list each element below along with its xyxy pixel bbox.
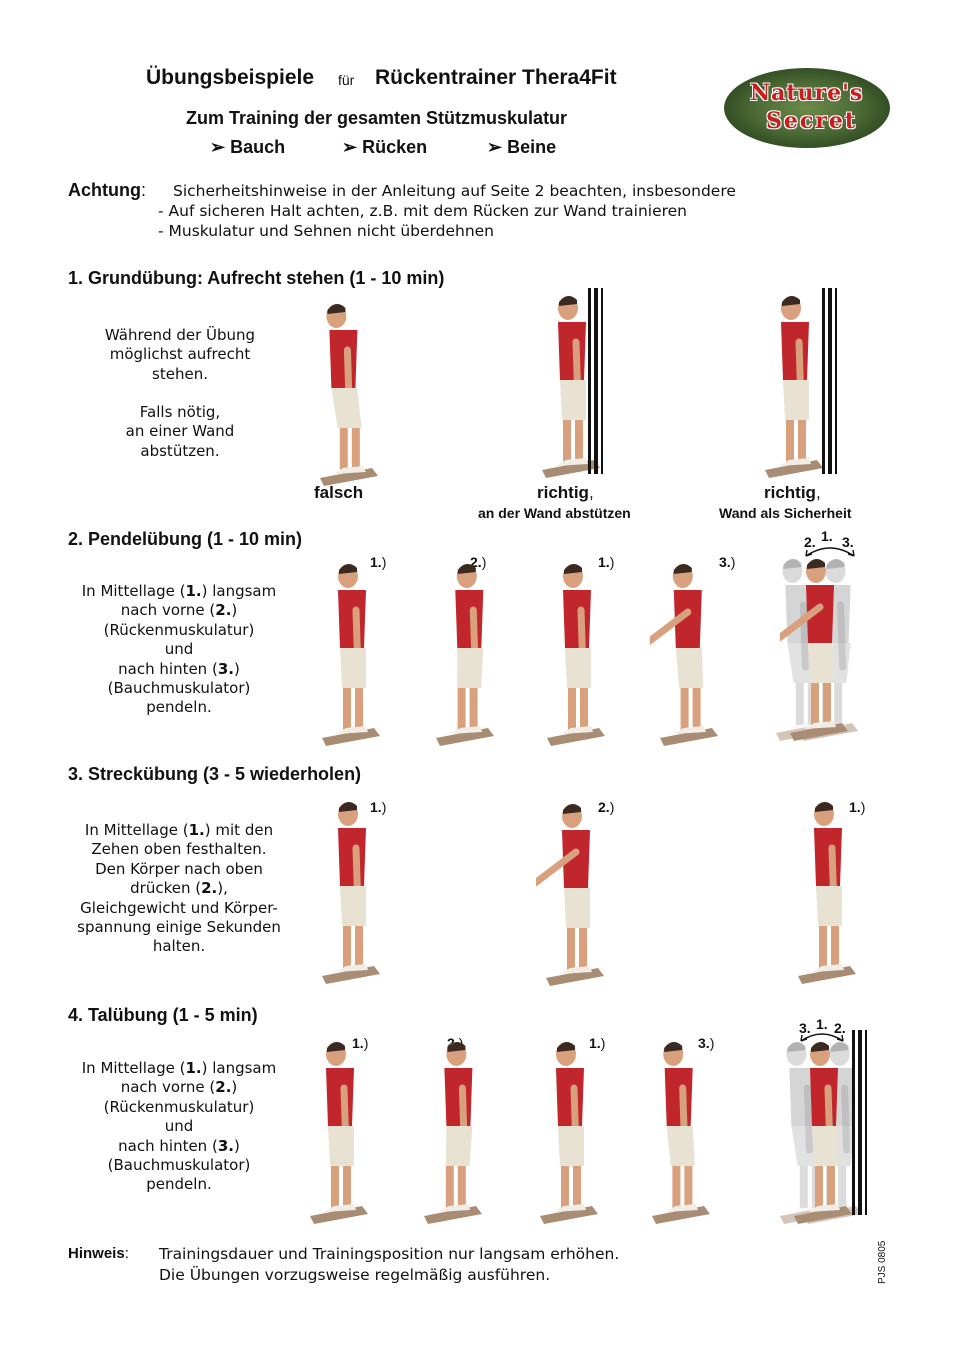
section2-text: In Mittellage (1.) langsam nach vorne (2… — [66, 582, 292, 718]
step-label: 3.) — [719, 554, 736, 570]
arc-label: 3. — [799, 1020, 811, 1036]
warning-line-3: - Muskulatur und Sehnen nicht überdehnen — [158, 222, 495, 240]
person-figure-tal-1 — [300, 1038, 380, 1232]
wall-lines — [852, 1030, 870, 1215]
section1-heading: 1. Grundübung: Aufrecht stehen (1 - 10 m… — [68, 268, 445, 288]
label-richtig-2: richtig, — [764, 483, 821, 502]
person-figure-streck-3 — [788, 798, 868, 992]
logo-text-2: Secret — [766, 108, 858, 134]
arc-label: 1. — [821, 528, 833, 544]
arc-label: 1. — [816, 1016, 828, 1032]
s4-line-5: nach hinten (3.) — [118, 1136, 240, 1155]
bullet-bauch: ➢ Bauch — [210, 137, 285, 158]
step-label: 2.) — [470, 554, 487, 570]
person-figure-tal-4 — [642, 1038, 722, 1232]
bullet-ruecken: ➢ Rücken — [342, 137, 427, 158]
section4-heading: 4. Talübung (1 - 5 min) — [68, 1005, 258, 1025]
footer-label: Hinweis: — [68, 1245, 129, 1262]
person-figure-tal-2 — [414, 1038, 494, 1232]
person-figure-richtig-2 — [755, 292, 835, 486]
label-richtig-2-sub: Wand als Sicherheit — [719, 505, 852, 521]
person-figure-streck-2 — [522, 800, 616, 994]
warning-line-1: Sicherheitshinweise in der Anleitung auf… — [173, 182, 736, 200]
arc-label: 3. — [842, 534, 854, 550]
section2-heading: 2. Pendelübung (1 - 10 min) — [68, 529, 303, 549]
bullet-label: Rücken — [362, 137, 428, 157]
s4-line-1: In Mittellage (1.) langsam — [81, 1059, 277, 1077]
section3-heading: 3. Streckübung (3 - 5 wiederholen) — [68, 764, 362, 784]
person-figure-tal-ghost — [780, 1038, 864, 1228]
arrow-bullet-icon: ➢ — [487, 137, 503, 157]
s2-line-1: In Mittellage (1.) langsam — [81, 582, 277, 600]
label-falsch: falsch — [314, 483, 364, 502]
warning-label: Achtung: — [68, 180, 146, 200]
s3-line-4: drücken (2.), — [130, 879, 228, 898]
footer-line-1: Trainingsdauer und Trainingsposition nur… — [159, 1245, 620, 1263]
s3-line-1: In Mittellage (1.) mit den — [84, 821, 274, 839]
step-label: 3.) — [698, 1035, 715, 1051]
bullet-label: Beine — [507, 137, 557, 157]
warning-line-2: - Auf sicheren Halt achten, z.B. mit dem… — [158, 202, 687, 220]
arc-label: 2. — [804, 534, 816, 550]
step-label: 1.) — [352, 1035, 369, 1051]
person-figure-pendel-3 — [537, 560, 617, 754]
step-label: 1.) — [370, 799, 387, 815]
bullet-label: Bauch — [230, 137, 286, 157]
person-figure-streck-1 — [312, 798, 392, 992]
bullet-beine: ➢ Beine — [487, 137, 556, 158]
person-figure-richtig-1 — [532, 292, 612, 486]
step-label: 1.) — [370, 554, 387, 570]
page-title-left: Übungsbeispiele — [146, 66, 315, 89]
swing-arc-icon — [800, 1033, 844, 1042]
document-code: PJS 0805 — [877, 1240, 888, 1284]
s2-line-2: nach vorne (2.) — [120, 601, 238, 620]
person-figure-pendel-2 — [426, 560, 506, 754]
arrow-bullet-icon: ➢ — [210, 137, 226, 157]
label-richtig-1-sub: an der Wand abstützen — [478, 505, 631, 521]
person-figure-pendel-1 — [312, 560, 392, 754]
wall-lines — [588, 288, 606, 474]
page-title-fuer: für — [338, 72, 355, 88]
arrow-bullet-icon: ➢ — [342, 137, 358, 157]
section4-text: In Mittellage (1.) langsam nach vorne (2… — [66, 1059, 292, 1195]
person-figure-pendel-4 — [634, 560, 730, 754]
step-label: 1.) — [598, 554, 615, 570]
swing-arc-icon — [805, 547, 855, 557]
step-label: 1.) — [849, 799, 866, 815]
person-figure-tal-3 — [530, 1038, 610, 1232]
natures-secret-logo: Nature's Secret — [724, 68, 890, 148]
label-richtig-1: richtig, — [537, 483, 594, 502]
step-label: 1.) — [589, 1035, 606, 1051]
s2-line-5: nach hinten (3.) — [118, 659, 240, 678]
section3-text: In Mittellage (1.) mit den Zehen oben fe… — [66, 821, 292, 957]
step-label: 2.) — [598, 799, 615, 815]
person-figure-pendel-ghost — [766, 555, 860, 745]
wall-lines — [822, 288, 840, 474]
s4-line-2: nach vorne (2.) — [120, 1078, 238, 1097]
footer-line-2: Die Übungen vorzugsweise regelmäßig ausf… — [159, 1266, 551, 1284]
page-title-right: Rückentrainer Thera4Fit — [375, 66, 617, 89]
logo-text-1: Nature's — [750, 80, 864, 106]
arc-label: 2. — [834, 1020, 846, 1036]
person-figure-falsch — [310, 300, 390, 494]
subtitle: Zum Training der gesamten Stützmuskulatu… — [186, 108, 568, 128]
